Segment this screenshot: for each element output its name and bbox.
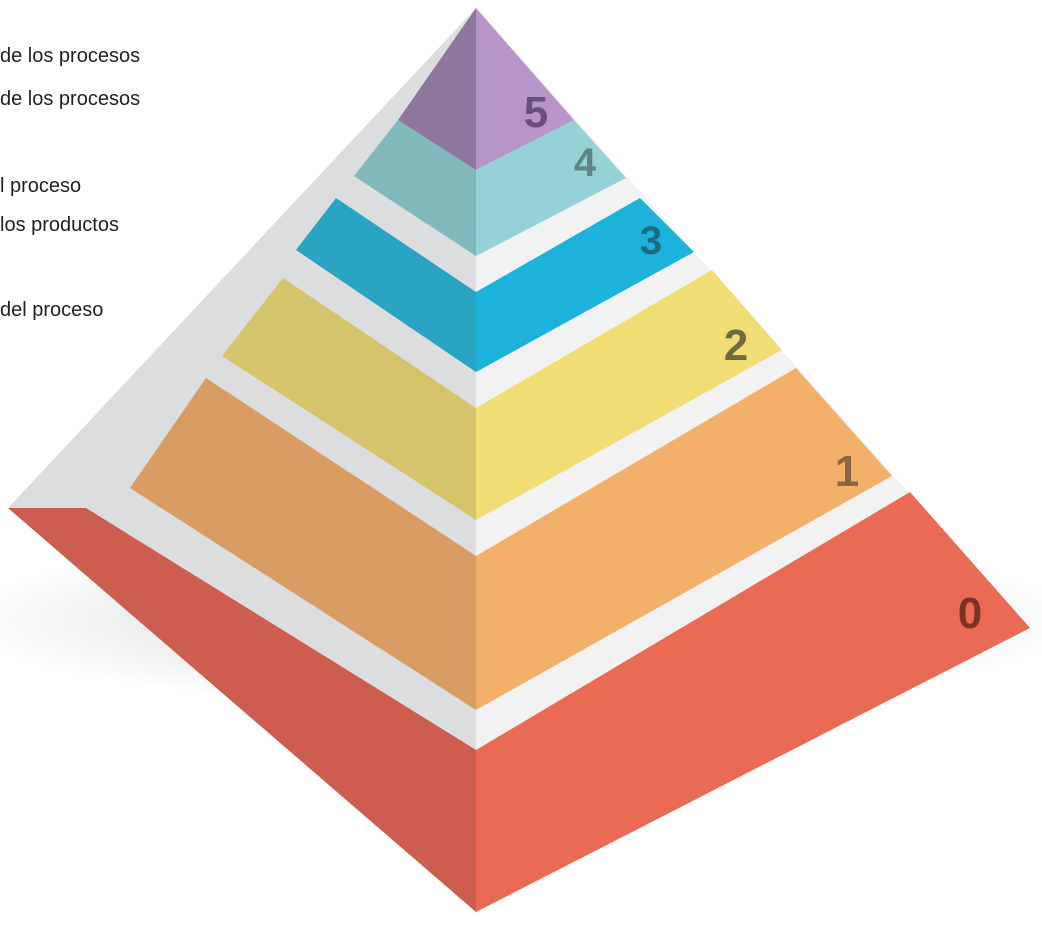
level-4-left-face: [354, 120, 476, 256]
level-0-left-face: [8, 508, 476, 912]
legend-line-4: los productos: [0, 214, 119, 236]
legend-line-3: l proceso: [0, 175, 82, 197]
level-3-label: 3: [640, 219, 662, 263]
level-5-right-face: [476, 8, 574, 170]
level-4-right-face: [476, 120, 626, 256]
level-0-right-face: [476, 492, 1030, 912]
level-2-left-face: [222, 278, 476, 520]
legend-line-5: del proceso: [0, 299, 104, 321]
level-5-left-face: [398, 8, 476, 170]
level-3-right-face: [476, 198, 694, 372]
legend-line-1: de los procesos: [0, 45, 141, 67]
level-4-label: 4: [574, 141, 597, 185]
legend-line-2: de los procesos: [0, 88, 141, 110]
level-2-right-face: [476, 270, 782, 520]
level-2-label: 2: [724, 321, 748, 370]
level-1-label: 1: [835, 447, 859, 496]
level-1-right-face: [476, 368, 892, 710]
level-0-label: 0: [958, 589, 982, 638]
level-3-left-face: [296, 198, 476, 372]
level-5-label: 5: [524, 88, 548, 137]
level-1-left-face: [130, 378, 476, 710]
